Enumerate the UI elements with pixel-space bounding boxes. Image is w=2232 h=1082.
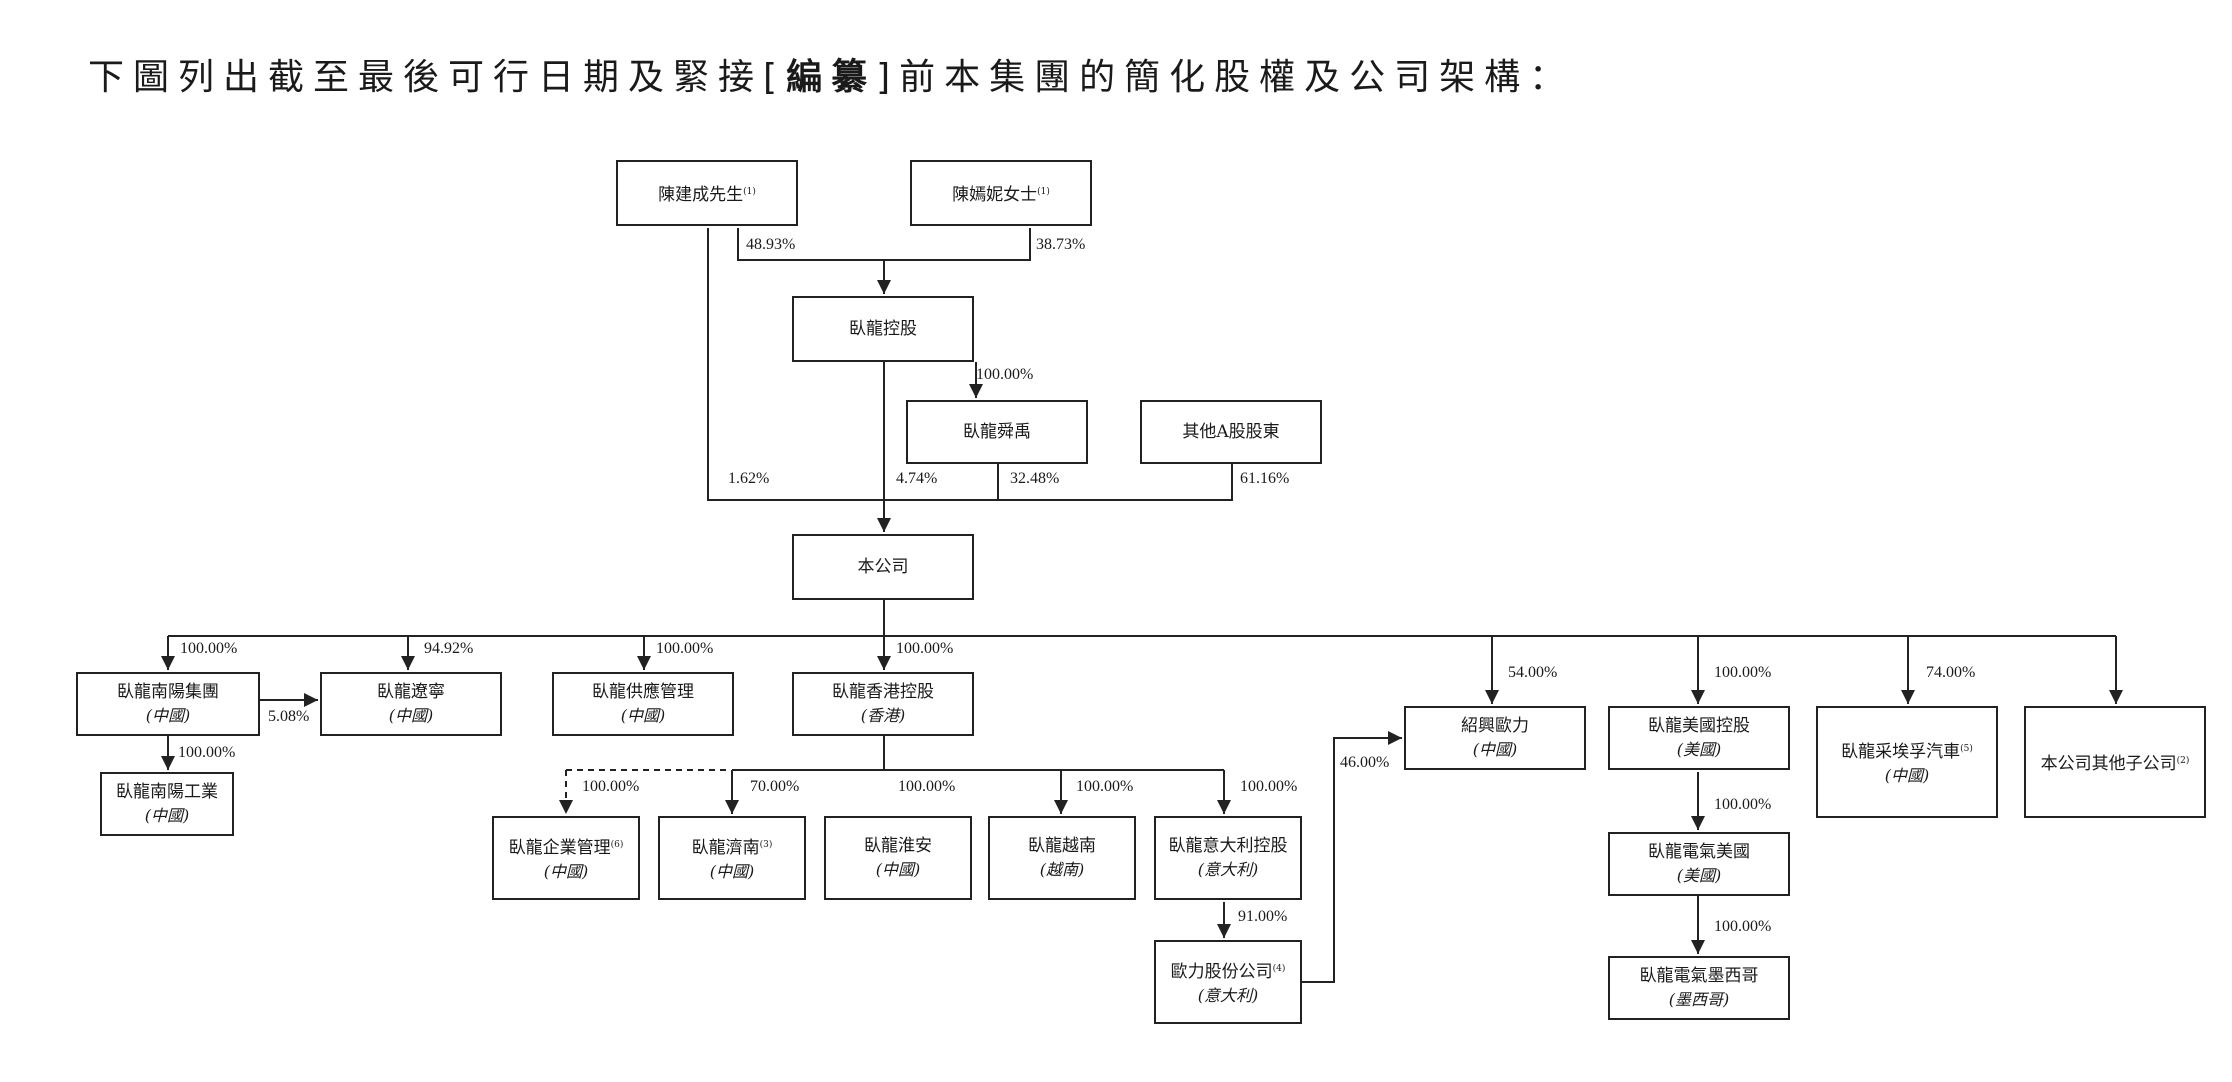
entity-electric-mexico: 臥龍電氣墨西哥(墨西哥) (1608, 956, 1790, 1020)
entity-other-a-shareholders: 其他A股股東 (1140, 400, 1322, 464)
entity-us-holding: 臥龍美國控股(美國) (1608, 706, 1790, 770)
entity-nanyang-group: 臥龍南陽集團(中國) (76, 672, 260, 736)
entity-jinan: 臥龍濟南(3)(中國) (658, 816, 806, 900)
pct-label: 48.93% (746, 236, 796, 253)
pct-label: 91.00% (1238, 908, 1288, 925)
pct-label: 70.00% (750, 778, 800, 795)
pct-label: 100.00% (896, 640, 954, 657)
pct-label: 100.00% (180, 640, 238, 657)
pct-label: 100.00% (1076, 778, 1134, 795)
pct-label: 100.00% (1714, 796, 1772, 813)
entity-liaoning: 臥龍遼寧(中國) (320, 672, 502, 736)
pct-label: 100.00% (1240, 778, 1298, 795)
entity-nanyang-industry: 臥龍南陽工業(中國) (100, 772, 234, 836)
shareholder-chen-jiancheng: 陳建成先生(1) (616, 160, 798, 226)
pct-label: 46.00% (1340, 754, 1390, 771)
heading-redacted-text: 編纂 (786, 57, 877, 98)
entity-other-subsidiaries: 本公司其他子公司(2) (2024, 706, 2206, 818)
page-heading: 下圖列出截至最後可行日期及緊接[編纂]前本集團的簡化股權及公司架構： (88, 48, 1574, 100)
entity-supply-management: 臥龍供應管理(中國) (552, 672, 734, 736)
entity-wolong-holding: 臥龍控股 (792, 296, 974, 362)
heading-text-post: 前本集團的簡化股權及公司架構： (899, 57, 1575, 98)
pct-label: 100.00% (1714, 664, 1772, 681)
entity-wolong-shunyu: 臥龍舜禹 (906, 400, 1088, 464)
pct-label: 100.00% (582, 778, 640, 795)
pct-label: 94.92% (424, 640, 474, 657)
heading-text-pre: 下圖列出截至最後可行日期及緊接 (88, 57, 764, 98)
pct-label: 100.00% (1714, 918, 1772, 935)
entity-vietnam: 臥龍越南(越南) (988, 816, 1136, 900)
pct-label: 5.08% (268, 708, 310, 725)
pct-label: 4.74% (896, 470, 938, 487)
entity-electric-us: 臥龍電氣美國(美國) (1608, 832, 1790, 896)
pct-label: 74.00% (1926, 664, 1976, 681)
pct-label: 100.00% (656, 640, 714, 657)
heading-bracket-close: ] (876, 57, 900, 98)
entity-oli: 歐力股份公司(4)(意大利) (1154, 940, 1302, 1024)
entity-enterprise-management: 臥龍企業管理(6)(中國) (492, 816, 640, 900)
pct-label: 100.00% (976, 366, 1034, 383)
shareholder-chen-yanni: 陳嫣妮女士(1) (910, 160, 1092, 226)
pct-label: 54.00% (1508, 664, 1558, 681)
entity-hk-holding: 臥龍香港控股(香港) (792, 672, 974, 736)
heading-bracket-open: [ (763, 57, 787, 98)
arrow-oli-to-shaoxing (1302, 731, 1402, 983)
pct-label: 61.16% (1240, 470, 1290, 487)
entity-shaoxing-oli: 紹興歐力(中國) (1404, 706, 1586, 770)
pct-label: 100.00% (898, 778, 956, 795)
pct-label: 38.73% (1036, 236, 1086, 253)
pct-label: 1.62% (728, 470, 770, 487)
shareholder-bus-line (707, 228, 1233, 501)
entity-company: 本公司 (792, 534, 974, 600)
entity-italy-holding: 臥龍意大利控股(意大利) (1154, 816, 1302, 900)
entity-huaian: 臥龍淮安(中國) (824, 816, 972, 900)
entity-caifu-auto: 臥龍采埃孚汽車(5)(中國) (1816, 706, 1998, 818)
pct-label: 32.48% (1010, 470, 1060, 487)
pct-label: 100.00% (178, 744, 236, 761)
